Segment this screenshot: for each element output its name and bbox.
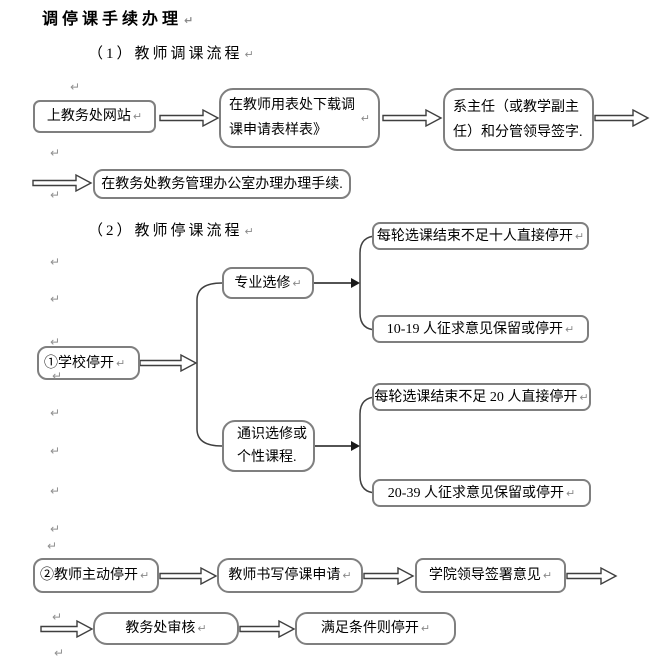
box-college-sign: 学院领导签署意见↵ bbox=[415, 558, 566, 593]
paragraph-mark: ↵ bbox=[54, 646, 65, 658]
paragraph-mark: ↵ bbox=[70, 80, 81, 94]
box-outcome-lt20: 每轮选课结束不足 20 人直接停开↵ bbox=[372, 383, 591, 411]
arrow-major-elective-head bbox=[351, 278, 360, 288]
paragraph-mark: ↵ bbox=[360, 111, 370, 125]
paragraph-mark: ↵ bbox=[50, 335, 61, 349]
paragraph-mark: ↵ bbox=[574, 229, 585, 243]
box-teacher-stop: ②教师主动停开↵ bbox=[33, 558, 159, 593]
box-school-stop: ①学校停开↵ bbox=[37, 346, 140, 380]
paragraph-mark: ↵ bbox=[342, 569, 352, 582]
box-download: 在教师用表处下载调课申请表样表》↵ bbox=[219, 88, 380, 148]
paragraph-mark: ↵ bbox=[292, 276, 302, 290]
paragraph-mark: ↵ bbox=[52, 369, 63, 383]
paragraph-mark: ↵ bbox=[50, 292, 61, 306]
paragraph-mark: ↵ bbox=[50, 188, 61, 202]
arrow-download-to-sign bbox=[382, 108, 443, 128]
box-general-elective: 通识选修或个性课程. bbox=[222, 420, 315, 472]
box-write-apply: 教师书写停课申请↵ bbox=[217, 558, 363, 593]
paragraph-mark: ↵ bbox=[564, 322, 575, 336]
paragraph-mark: ↵ bbox=[50, 406, 61, 420]
paragraph-mark: ↵ bbox=[579, 390, 589, 404]
arrow-general-elective-head bbox=[351, 441, 360, 451]
box-outcome-10-19: 10-19 人征求意见保留或停开↵ bbox=[372, 315, 589, 343]
paragraph-mark: ↵ bbox=[565, 486, 576, 500]
paragraph-mark: ↵ bbox=[50, 484, 61, 498]
paragraph-mark: ↵ bbox=[50, 444, 61, 458]
paragraph-mark: ↵ bbox=[50, 522, 61, 536]
box-jwc-review: 教务处审核↵ bbox=[93, 612, 239, 645]
heading-flow2: （2）教师停课流程↵ bbox=[88, 223, 257, 239]
paragraph-mark: ↵ bbox=[132, 110, 143, 123]
paragraph-mark: ↵ bbox=[244, 225, 257, 238]
paragraph-mark: ↵ bbox=[140, 569, 150, 582]
box-sign: 系主任（或教学副主任）和分管领导签字. bbox=[443, 88, 594, 151]
heading-flow1: （1）教师调课流程↵ bbox=[88, 46, 257, 62]
box-website: 上教务处网站↵ bbox=[33, 100, 156, 133]
paragraph-mark: ↵ bbox=[184, 14, 198, 27]
paragraph-mark: ↵ bbox=[420, 622, 431, 635]
box-outcome-20-39: 20-39 人征求意见保留或停开↵ bbox=[372, 479, 591, 507]
box-outcome-lt10: 每轮选课结束不足十人直接停开↵ bbox=[372, 222, 589, 250]
arrow-sign-to-edge bbox=[594, 108, 650, 128]
arrow-edge-to-office bbox=[32, 173, 93, 193]
arrow-school-stop-to-branch bbox=[139, 353, 198, 373]
bracket-general-elective-outcomes bbox=[359, 396, 378, 494]
box-major-elective: 专业选修↵ bbox=[222, 267, 314, 299]
box-meet-condition: 满足条件则停开↵ bbox=[295, 612, 456, 645]
arrow-teacher-stop-to-apply bbox=[159, 566, 218, 586]
bracket-school-stop-branches bbox=[196, 282, 223, 447]
paragraph-mark: ↵ bbox=[50, 146, 61, 160]
paragraph-mark: ↵ bbox=[244, 48, 257, 61]
paragraph-mark: ↵ bbox=[542, 569, 553, 582]
box-office: 在教务处教务管理办公室办理办理手续. bbox=[93, 169, 351, 199]
paragraph-mark: ↵ bbox=[47, 539, 58, 553]
paragraph-mark: ↵ bbox=[116, 356, 126, 370]
paragraph-mark: ↵ bbox=[52, 610, 63, 624]
arrow-website-to-download bbox=[159, 108, 220, 128]
arrow-college-to-edge bbox=[566, 566, 618, 586]
arrow-review-to-condition bbox=[239, 619, 296, 639]
page-title: 调停课手续办理↵ bbox=[42, 11, 198, 28]
arrow-apply-to-college bbox=[363, 566, 415, 586]
bracket-major-elective-outcomes bbox=[359, 235, 378, 331]
paragraph-mark: ↵ bbox=[50, 255, 61, 269]
arrow-edge-to-review bbox=[40, 619, 94, 639]
paragraph-mark: ↵ bbox=[197, 622, 207, 635]
